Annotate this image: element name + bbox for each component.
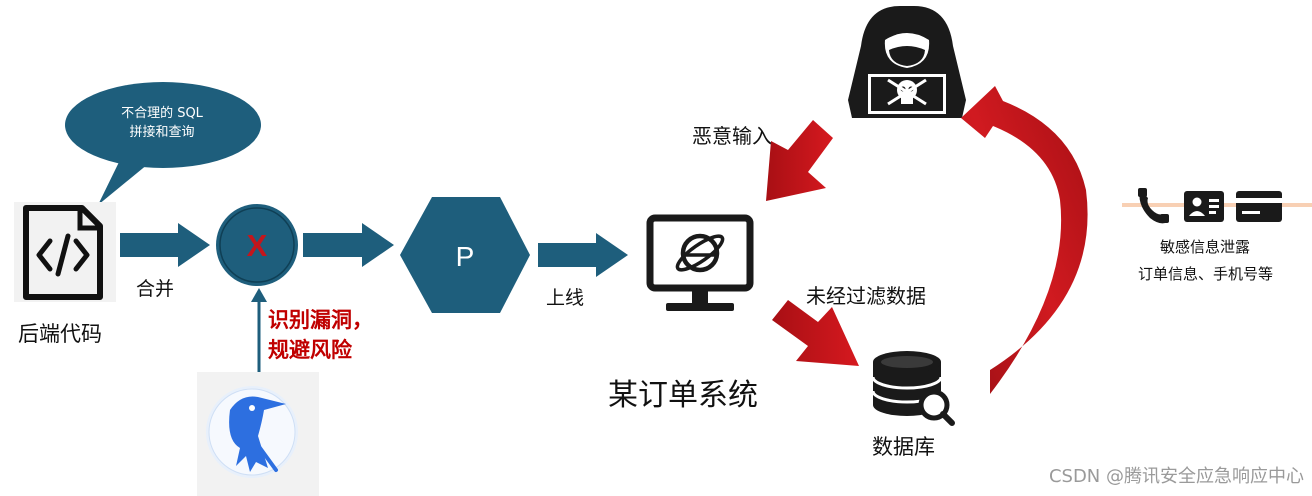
merge-arrow — [120, 223, 210, 267]
deploy-label: 上线 — [546, 287, 585, 309]
credit-card-icon — [1236, 191, 1282, 222]
flow-arrow-to-hexagon — [303, 223, 394, 267]
unfiltered-data-label: 未经过滤数据 — [806, 284, 926, 308]
magnifier-icon — [918, 389, 955, 426]
hexagon-label: P — [456, 241, 475, 272]
scanner-arrow — [251, 288, 267, 372]
deploy-arrow — [538, 233, 628, 277]
unfiltered-data-arrow — [772, 300, 859, 366]
database-label: 数据库 — [872, 435, 935, 459]
database-icon — [871, 351, 943, 416]
malicious-input-label: 恶意输入 — [692, 124, 772, 148]
monitor-icon — [646, 214, 754, 311]
block-node — [216, 204, 298, 286]
malicious-input-arrow — [766, 120, 833, 201]
skull-icon — [887, 78, 927, 106]
watermark: CSDN @腾讯安全应急响应中心 — [1048, 466, 1304, 487]
leak-icons — [1122, 188, 1312, 224]
code-file-icon — [14, 202, 116, 302]
speech-bubble — [65, 82, 261, 205]
bubble-text: 不合理的 SQL 拼接和查询 — [72, 104, 252, 142]
bubble-line-1: 不合理的 SQL — [121, 106, 203, 121]
leak-title: 敏感信息泄露 — [1160, 238, 1251, 256]
leak-detail: 订单信息、手机号等 — [1138, 265, 1274, 283]
hexagon-node — [400, 197, 530, 313]
scanner-annotation-line-2: 规避风险 — [268, 338, 352, 362]
scanner-annotation: 识别漏洞， 规避风险 — [268, 305, 373, 365]
block-symbol: X — [247, 228, 268, 263]
woodpecker-icon — [197, 372, 319, 496]
scanner-annotation-line-1: 识别漏洞， — [268, 308, 373, 332]
hacker-icon — [848, 6, 966, 118]
exfiltration-curve-arrow — [961, 86, 1088, 394]
globe-icon — [675, 233, 725, 273]
system-label: 某订单系统 — [608, 378, 758, 413]
phone-icon — [1138, 188, 1169, 224]
id-card-icon — [1184, 191, 1224, 222]
code-file-label: 后端代码 — [18, 322, 102, 346]
bubble-line-2: 拼接和查询 — [129, 125, 195, 140]
merge-label: 合并 — [136, 278, 175, 300]
